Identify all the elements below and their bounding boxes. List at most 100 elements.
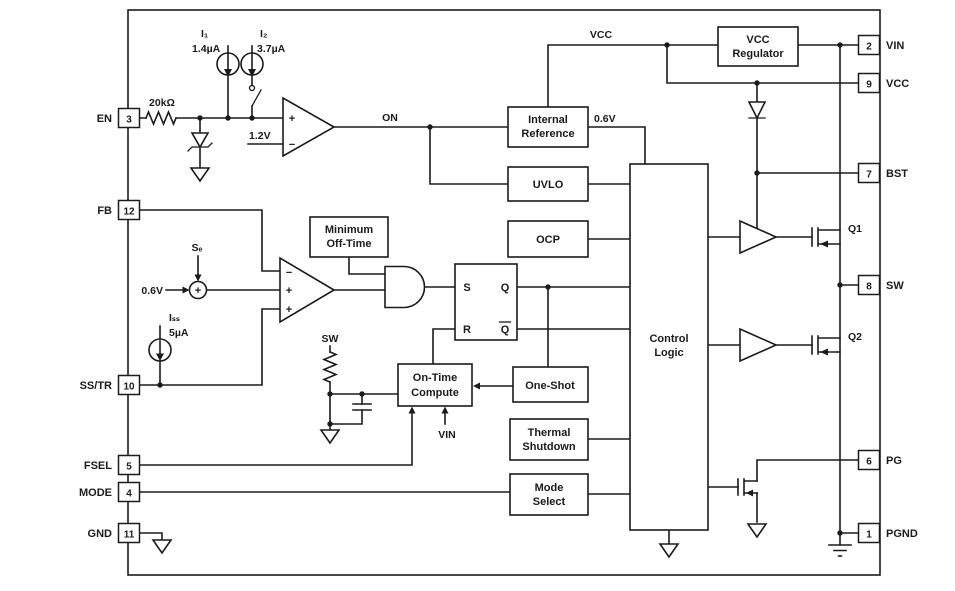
minimum-off-time-label-2: Off-Time [326,238,371,250]
mosfet-q1 [811,227,841,247]
pin-label: VCC [886,78,909,90]
pin-box [117,454,141,476]
pin-number: 12 [123,207,135,218]
junction-dot [225,115,231,121]
pin-box [117,374,141,396]
latch-s: S [463,282,470,294]
se-label: Sₑ [192,242,203,254]
driver-q1 [739,219,778,255]
pin-sw: 8 SW [857,274,904,296]
junction-dot [754,80,760,86]
ea-ref-label: 0.6V [141,285,163,297]
oneshot-arrowhead [473,382,480,390]
zener-triangle [190,132,210,149]
en-comparator-plus: + [289,113,295,125]
resistor-ontime [321,350,339,384]
pin-label: MODE [79,487,112,499]
zener-diode [187,132,213,152]
en-comparator-minus: − [289,139,295,151]
pin-number: 5 [126,462,132,473]
ocp-label: OCP [536,234,560,246]
mosfet-pg [737,478,758,496]
internal-reference-label-2: Reference [521,128,574,140]
error-comparator-minus: − [286,267,292,279]
wire-on-signal [333,126,509,185]
block-on-time-compute [397,363,473,407]
error-comparator [279,256,336,324]
block-ocp [507,220,589,258]
block-mode-select [509,473,589,516]
i2-name-label: I₂ [260,28,268,40]
sw-sense-label: SW [322,333,339,345]
pin-vin: 2 VIN [857,34,904,56]
vin-sense-label: VIN [438,429,456,441]
junction-dot [837,42,843,48]
pin-label: SW [886,280,904,292]
mode-select-label-1: Mode [535,482,564,494]
block-internal-reference [507,106,589,148]
pin-box [857,34,881,56]
block-labels: VCC Regulator Internal Reference UVLO OC… [325,34,785,508]
zener-cathode [187,142,213,152]
junction-dot [327,391,333,397]
switch-blade [251,89,262,107]
junction-dot [157,382,163,388]
control-logic-label-2: Logic [654,347,683,359]
pin-label: PG [886,455,902,467]
junction-dot [249,115,255,121]
on-signal-label: ON [382,112,398,124]
junction-dot [327,421,333,427]
diode-triangle [747,101,767,120]
vcc-rail-label: VCC [590,29,613,41]
comparator-ref-label: 1.2V [249,130,271,142]
block-control-logic [629,163,709,531]
block-uvlo [507,166,589,202]
fsel-arrowhead [408,406,416,414]
pins-right: 2 VIN 9 VCC 7 BST 8 SW 6 PG 1 PGND [857,34,918,544]
i2-arrowhead [248,69,256,77]
chassis-ground-pgnd [828,544,852,557]
block-sr-latch [454,263,518,341]
pin-number: 10 [123,382,135,393]
wire-min-off-time [348,256,386,275]
junction-dot [754,170,760,176]
junction-dots [157,42,843,536]
pin-box [117,107,141,129]
pin-number: 7 [866,170,872,181]
capacitor-plates [352,403,372,411]
junction-dot [837,282,843,288]
en-comparator [282,96,336,158]
summing-plus: + [195,285,201,297]
on-time-compute-label-2: Compute [411,387,459,399]
control-logic-label-1: Control [649,333,688,345]
pin-bst: 7 BST [857,162,908,184]
wire-vcc-rail [547,44,860,108]
pin-box [857,449,881,471]
mode-select-label-2: Select [533,496,566,508]
bst-diode [747,101,767,120]
thermal-shutdown-label-2: Shutdown [522,441,575,453]
pin-gnd: 11 GND [88,522,141,544]
pin-number: 6 [866,457,872,468]
function-blocks [309,26,799,531]
junction-dot [197,115,203,121]
driver-q2 [739,327,778,363]
q1-label: Q1 [848,223,862,235]
pin-box [857,162,881,184]
wire-q [516,286,631,368]
switch-contact [248,84,256,92]
en-resistor-label: 20kΩ [149,97,175,109]
thermal-shutdown-label-1: Thermal [528,427,571,439]
pin-number: 3 [126,115,132,126]
latch-r: R [463,324,471,336]
junction-dot [837,530,843,536]
ea-ref-arrowhead [182,286,190,294]
iss-value-label: 5µA [169,327,189,339]
ground-symbol-logic [658,543,680,559]
ground-symbol-gnd-pin [151,539,173,555]
q2-body [811,335,841,355]
pin-label: SS/TR [80,380,112,392]
ground-symbol-pgfet [746,523,768,539]
